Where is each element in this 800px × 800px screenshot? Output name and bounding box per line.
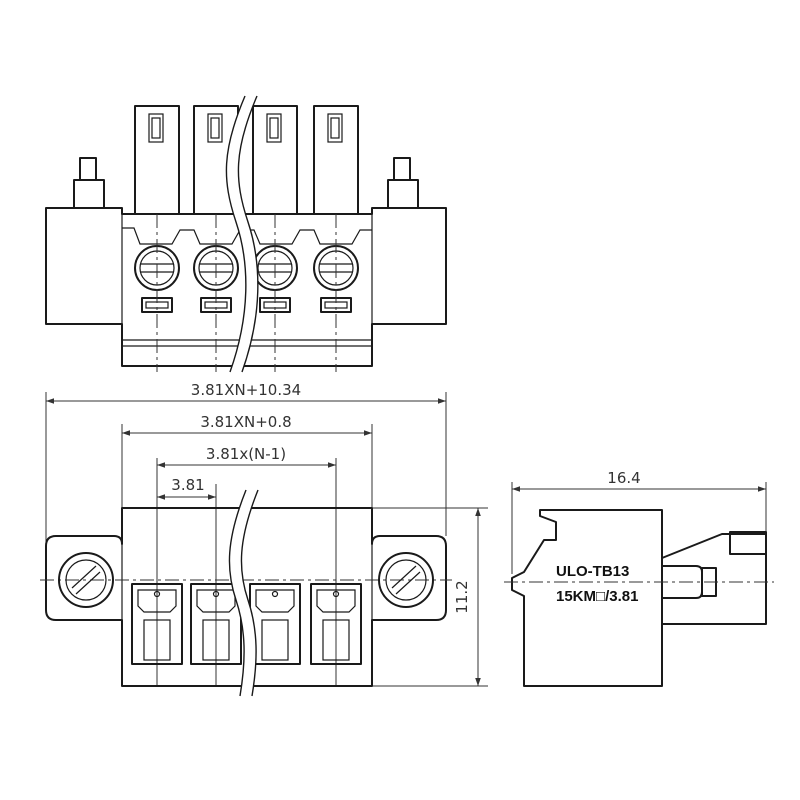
flange-screw-right: [378, 552, 434, 608]
lever-3: [252, 105, 298, 215]
dim-overall-width: 3.81XN+10.34: [191, 381, 301, 399]
break-line-top-view: [225, 95, 247, 373]
side-label-line2: 15KM□/3.81: [556, 588, 638, 605]
wire-entry-4: [310, 583, 362, 665]
side-lever: [661, 531, 767, 625]
dim-height: 11.2: [453, 580, 471, 613]
mounting-post-right: [387, 157, 419, 209]
flange-screw-left: [58, 552, 114, 608]
wire-entry-1: [131, 583, 183, 665]
side-label-line1: ULO-TB13: [556, 563, 629, 580]
side-body-outline: [511, 509, 663, 687]
front-view: 3.81XN+10.34 3.81XN+0.8 3.81x(N-1) 3.81 …: [40, 381, 488, 697]
flange-outline: [45, 507, 447, 687]
dim-body-width: 3.81XN+0.8: [200, 413, 291, 431]
dim-pitch-span: 3.81x(N-1): [206, 445, 286, 463]
side-view: 16.4 ULO-TB13 15KM□/3.81: [504, 469, 774, 687]
dim-pitch: 3.81: [171, 476, 204, 494]
lever-4: [313, 105, 359, 215]
lever-1: [134, 105, 180, 215]
break-line-front-view: [228, 489, 247, 697]
top-view: [45, 95, 447, 373]
dim-depth: 16.4: [607, 469, 640, 487]
mounting-post-left: [73, 157, 105, 209]
wire-entry-3: [249, 583, 301, 665]
